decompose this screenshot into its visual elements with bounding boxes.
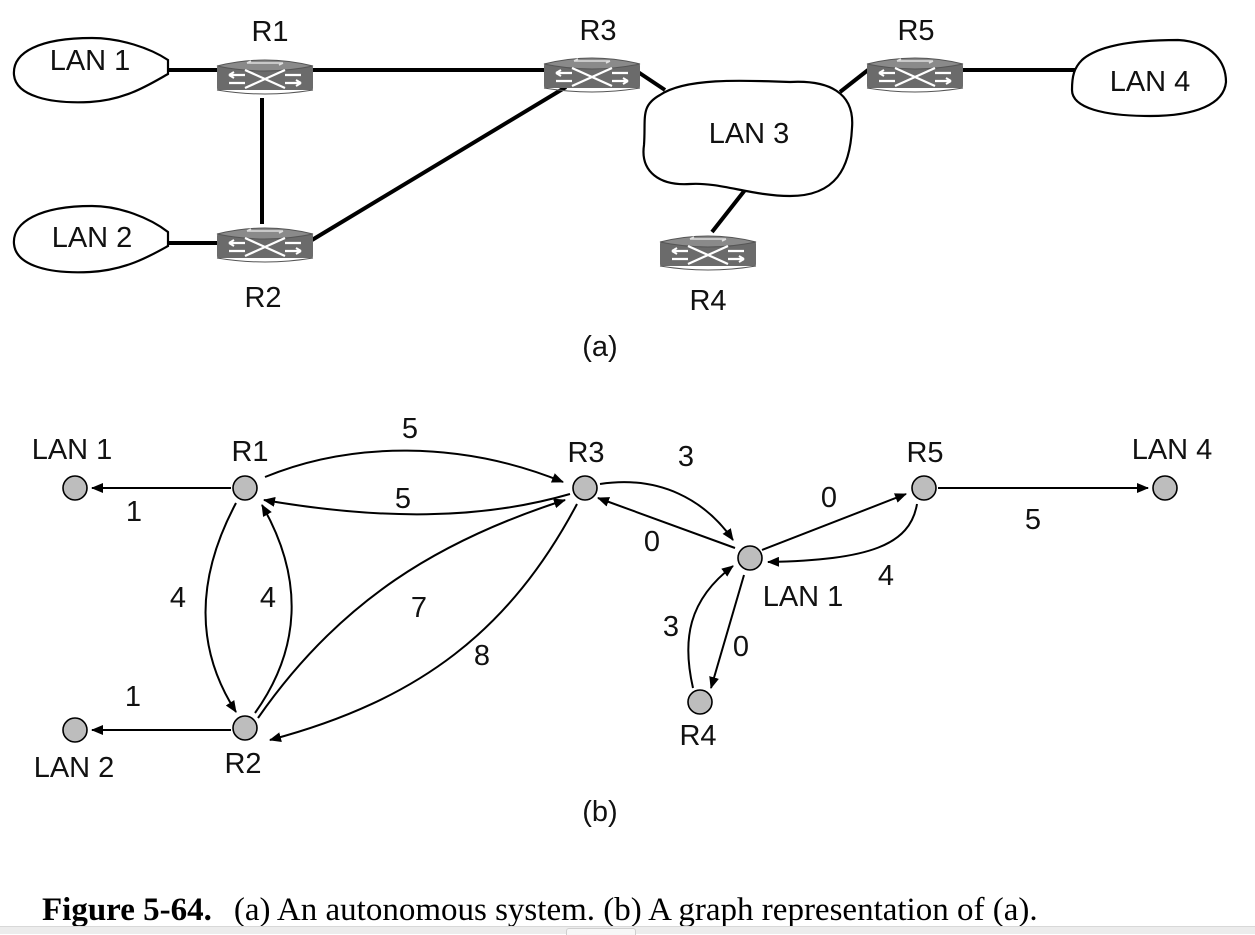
weight-r4-lan3: 3 [663,611,679,643]
weight-r1-r3: 5 [402,413,418,445]
part-a-autonomous-system: LAN 1 LAN 2 LAN 3 LAN 4 R1 R2 R3 [12,15,1228,363]
edge-lan3-r4 [709,574,745,689]
part-b-graph: 1 1 5 5 4 4 7 8 3 0 0 4 5 3 0 [32,413,1213,828]
part-b-weights: 1 1 5 5 4 4 7 8 3 0 0 4 5 3 0 [125,413,1041,713]
lan3-cloud: LAN 3 [642,79,854,198]
router-r2: R2 [215,226,315,314]
weight-r3-r1: 5 [395,483,411,515]
node-lan1 [62,475,88,501]
caption-description: (a) An autonomous system. (b) A graph re… [234,892,1038,928]
node-r4 [687,689,713,715]
node-r3 [572,475,598,501]
router-r1-label: R1 [251,16,288,48]
lan2-cloud: LAN 2 [12,204,170,274]
edge-r2-r1 [254,504,293,714]
part-b-node-labels: LAN 1 LAN 2 R1 R2 R3 LAN 1 R4 R5 LAN 4 [32,434,1213,784]
edge-r3-r1 [263,493,571,516]
weight-r5-lan3: 4 [878,560,894,592]
lan1-label: LAN 1 [50,45,131,77]
router-r4: R4 [658,234,758,317]
node-r2 [232,715,258,741]
edge-r3-lan3 [599,481,734,541]
link-r3-lan3 [636,70,667,92]
part-a-sublabel: (a) [582,331,617,363]
router-r4-icon [658,234,758,272]
weight-r2-r3: 7 [411,592,427,624]
edge-r1-r3 [264,449,564,483]
router-r5-icon [865,56,965,94]
node-r1-label: R1 [231,436,268,468]
edge-lan3-r5 [761,493,907,551]
lan4-label: LAN 4 [1110,66,1191,98]
lan2-label: LAN 2 [52,222,133,254]
weight-r1-r2: 4 [170,582,186,614]
edge-r4-lan3 [687,565,734,689]
router-r3: R3 [542,15,642,94]
node-r3-label: R3 [567,437,604,469]
part-a-links [168,68,1082,245]
edge-lan3-r3 [597,497,736,549]
router-r5-label: R5 [897,15,934,47]
router-r1: R1 [215,16,315,96]
router-r4-label: R4 [689,285,726,317]
viewer-bottom-tab[interactable] [566,928,636,935]
node-lan3-label: LAN 1 [763,581,844,613]
weight-r3-lan3: 3 [678,441,694,473]
edge-r1-r2 [204,502,237,713]
lan1-cloud: LAN 1 [12,36,170,104]
caption-figure-label: Figure 5-64. [42,892,212,928]
node-r5 [911,475,937,501]
weight-r2-lan2: 1 [125,681,141,713]
edge-r2-r3 [257,498,566,719]
lan4-cloud: LAN 4 [1070,38,1228,118]
node-lan2-label: LAN 2 [34,752,115,784]
router-r5: R5 [865,15,965,94]
edge-r3-r2 [269,503,578,742]
edge-r5-lan3 [767,503,918,567]
weight-r2-r1: 4 [260,582,276,614]
lan3-label: LAN 3 [709,118,790,150]
router-r1-icon [215,58,315,96]
node-lan3 [737,545,763,571]
router-r2-icon [215,226,315,264]
part-b-edges [91,449,1149,742]
node-r4-label: R4 [679,720,716,752]
node-r2-label: R2 [224,748,261,780]
weight-r5-lan4: 5 [1025,504,1041,536]
link-lan3-r5 [838,68,870,94]
node-lan1-label: LAN 1 [32,434,113,466]
link-r2-r3 [310,85,568,242]
node-lan4 [1152,475,1178,501]
caption-text: Figure 5-64. (a) An autonomous system. (… [42,892,1038,928]
weight-r3-r2: 8 [474,640,490,672]
weight-lan3-r4: 0 [733,631,749,663]
node-lan2 [62,717,88,743]
node-r1 [232,475,258,501]
weight-lan3-r5: 0 [821,482,837,514]
weight-r1-lan1: 1 [126,496,142,528]
link-lan3-r4 [710,188,747,234]
router-r3-icon [542,56,642,94]
part-b-sublabel: (b) [582,796,617,828]
figure-caption: Figure 5-64. (a) An autonomous system. (… [42,892,1038,928]
router-r3-label: R3 [579,15,616,47]
node-r5-label: R5 [906,437,943,469]
node-lan4-label: LAN 4 [1132,434,1213,466]
part-b-nodes [62,475,1178,743]
router-r2-label: R2 [244,282,281,314]
weight-lan3-r3: 0 [644,526,660,558]
